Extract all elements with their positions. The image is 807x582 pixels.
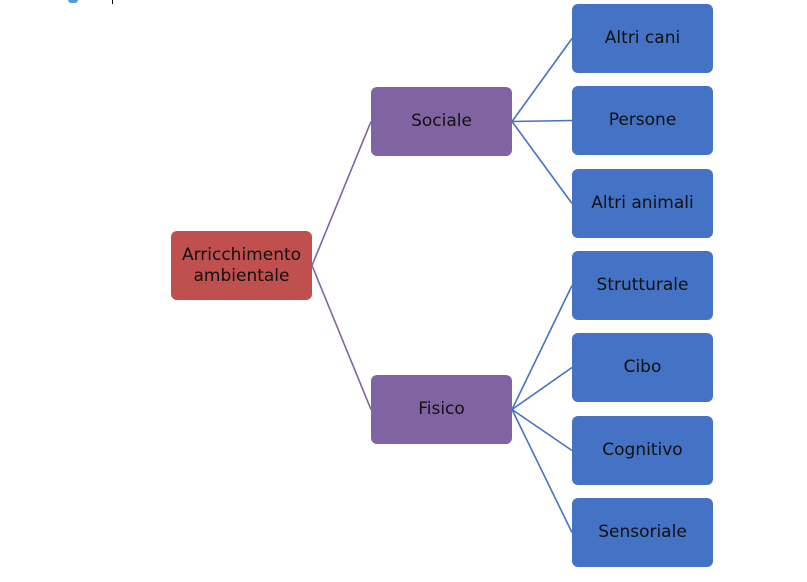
- leaf-label: Cibo: [623, 357, 662, 377]
- leaf-label: Persone: [608, 110, 677, 130]
- branch-node-fisico[interactable]: Fisico: [371, 375, 512, 444]
- leaf-node-strutturale[interactable]: Strutturale: [572, 251, 713, 320]
- leaf-node-cibo[interactable]: Cibo: [572, 333, 713, 402]
- leaf-node-altri-cani[interactable]: Altri cani: [572, 4, 713, 73]
- leaf-label: Altri cani: [604, 28, 681, 48]
- leaf-label: Strutturale: [596, 275, 689, 295]
- leaf-node-altri-animali[interactable]: Altri animali: [572, 169, 713, 238]
- connector-sociale-altri-cani: [511, 38, 573, 122]
- connector-sociale-persone: [511, 119, 573, 123]
- root-label-line-1: Arricchimento: [181, 244, 302, 265]
- branch-label: Fisico: [418, 399, 465, 419]
- branch-label: Sociale: [411, 111, 472, 131]
- leaf-node-sensoriale[interactable]: Sensoriale: [572, 498, 713, 567]
- connector-fisico-cibo: [511, 366, 573, 411]
- root-node[interactable]: Arricchimento ambientale: [171, 231, 312, 300]
- root-label-line-2: ambientale: [193, 265, 290, 286]
- connector-root-sociale: [311, 121, 372, 266]
- branch-node-sociale[interactable]: Sociale: [371, 87, 512, 156]
- connector-root-fisico: [311, 265, 372, 410]
- leaf-node-persone[interactable]: Persone: [572, 86, 713, 155]
- connector-fisico-sensoriale: [511, 409, 573, 533]
- connector-fisico-strutturale: [511, 285, 573, 410]
- cursor-fragment: [112, 0, 113, 4]
- connector-sociale-altri-animali: [511, 121, 573, 204]
- connector-fisico-cognitivo: [511, 408, 573, 452]
- cropped-icon-fragment: [68, 0, 78, 3]
- leaf-label: Cognitivo: [602, 440, 683, 460]
- leaf-node-cognitivo[interactable]: Cognitivo: [572, 416, 713, 485]
- leaf-label: Altri animali: [591, 193, 694, 213]
- leaf-label: Sensoriale: [598, 522, 687, 542]
